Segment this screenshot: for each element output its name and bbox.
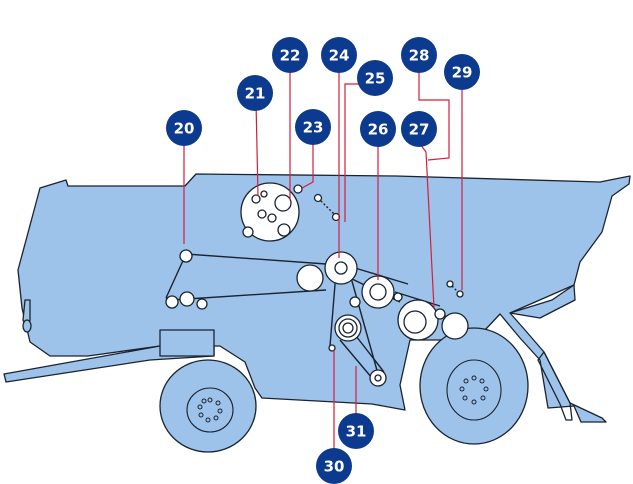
- svg-text:31: 31: [346, 423, 367, 441]
- hook-tip: [22, 319, 32, 333]
- callout-26: 26: [360, 111, 396, 147]
- callout-21: 21: [237, 75, 273, 111]
- lower-hub-31: [374, 374, 382, 382]
- harvester-body: [3, 173, 631, 423]
- feeder-belt: [165, 253, 341, 301]
- svg-text:27: 27: [409, 121, 430, 139]
- callout-23: 23: [295, 109, 331, 145]
- svg-text:22: 22: [280, 47, 301, 65]
- svg-text:21: 21: [245, 85, 266, 103]
- callout-27: 27: [401, 111, 437, 147]
- svg-text:30: 30: [324, 458, 345, 476]
- small-idler-26a: [349, 296, 361, 308]
- lower-pulley-hub: [342, 322, 354, 334]
- callout-28: 28: [401, 37, 437, 73]
- callout-20: 20: [166, 110, 202, 146]
- upper-pulley-e: [242, 226, 254, 238]
- feeder-block: [159, 329, 215, 357]
- callout-24: 24: [321, 37, 357, 73]
- upper-pulley-g: [260, 190, 268, 198]
- rear-wheel-bolts: [459, 375, 489, 405]
- leader-21: [255, 100, 259, 197]
- threshing-hub-26: [369, 283, 387, 301]
- center-belt-left: [329, 271, 337, 347]
- svg-text:24: 24: [329, 47, 350, 65]
- rear-wheel: [419, 327, 529, 445]
- upper-pulley-c: [257, 209, 267, 219]
- leader-23: [301, 140, 314, 189]
- svg-text:23: 23: [303, 119, 324, 137]
- main-drive-hub: [334, 261, 348, 275]
- rear-ladder: [537, 351, 573, 421]
- upper-pulley-d: [267, 213, 277, 223]
- callout-30: 30: [316, 448, 352, 484]
- small-idler-26b: [393, 292, 403, 302]
- callout-25: 25: [357, 60, 393, 96]
- svg-text:28: 28: [409, 47, 430, 65]
- upper-pulley-b: [274, 194, 292, 212]
- leader-28: [418, 70, 450, 161]
- rotor-idler-27: [434, 308, 446, 320]
- front-wheel: [159, 359, 257, 453]
- feeder-pulley-c: [196, 298, 208, 310]
- upper-pulley-a: [251, 194, 261, 204]
- feeder-pulley-b: [179, 291, 195, 307]
- upper-pulley-f: [277, 223, 291, 237]
- lower-belt: [339, 335, 385, 379]
- leader-lines: [183, 70, 463, 451]
- svg-text:25: 25: [365, 70, 386, 88]
- feeder-pulley-a: [165, 295, 179, 309]
- svg-text:20: 20: [174, 120, 195, 138]
- svg-text:29: 29: [452, 64, 473, 82]
- main-body-outline: [17, 173, 631, 423]
- front-wheel-bolts: [197, 397, 223, 423]
- rear-hood: [509, 284, 576, 319]
- feeder-pulley-top: [179, 249, 193, 263]
- rear-wheel-rim: [446, 359, 502, 421]
- callout-29: 29: [444, 54, 480, 90]
- lower-idler-30: [328, 344, 336, 352]
- tensioner-25-top: [313, 193, 323, 203]
- feeder-pulley-right: [296, 264, 324, 292]
- rotor-hub-27: [403, 310, 427, 334]
- pulleys: [165, 182, 469, 387]
- rotor-pulley-rear: [441, 312, 469, 340]
- tensioner-29-top: [446, 280, 454, 288]
- svg-text:26: 26: [368, 121, 389, 139]
- callout-22: 22: [272, 37, 308, 73]
- front-wheel-rim: [186, 387, 234, 433]
- dotted-tensioner-25: [317, 197, 337, 217]
- upper-idler-23: [293, 184, 303, 194]
- tensioner-29-bottom: [456, 290, 464, 298]
- callout-31: 31: [338, 413, 374, 449]
